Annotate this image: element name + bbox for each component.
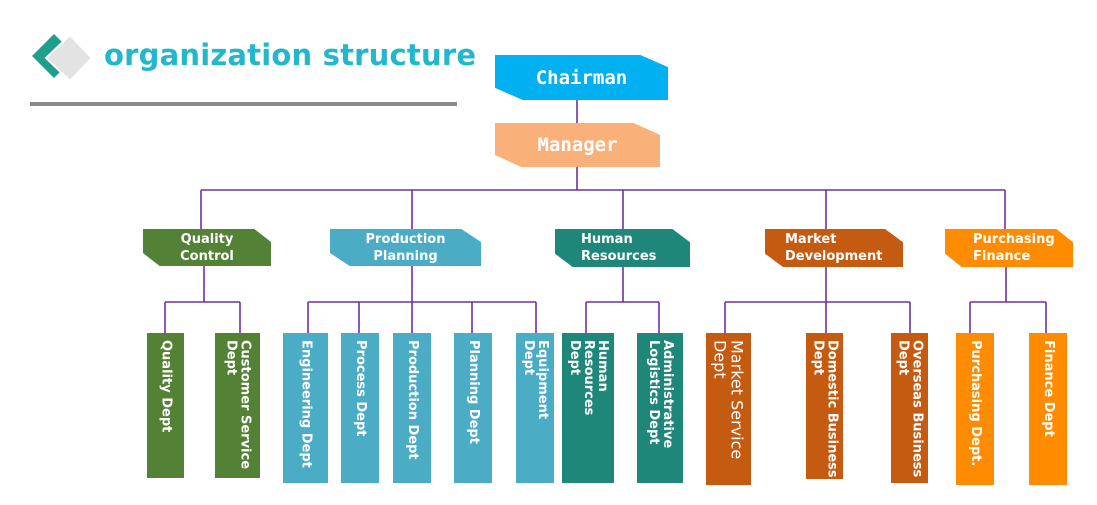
title-underline	[30, 102, 457, 106]
sub-dept-purchasing: Purchasing Dept.	[956, 333, 994, 485]
sub-dept-market-service: Market Service Dept	[706, 333, 751, 485]
dept-production-planning: Production Planning	[330, 229, 481, 266]
sub-dept-production: Production Dept	[393, 333, 431, 483]
diamond-logo-icon	[32, 33, 94, 83]
dept-quality-control: Quality Control	[143, 229, 271, 266]
page-title: organization structure	[104, 38, 477, 72]
sub-dept-engineering: Engineering Dept	[283, 333, 328, 483]
sub-dept-quality: Quality Dept	[147, 333, 184, 478]
manager-box: Manager	[495, 123, 660, 167]
sub-dept-process: Process Dept	[341, 333, 379, 483]
dept-market-development: Market Development	[765, 229, 903, 267]
sub-dept-finance: Finance Dept	[1029, 333, 1067, 485]
chairman-box: Chairman	[495, 55, 668, 100]
sub-dept-human-resources: Human Resources Dept	[562, 333, 614, 483]
dept-purchasing-finance: Purchasing Finance	[945, 229, 1073, 267]
sub-dept-equipment: Equipment Dept	[516, 333, 554, 483]
sub-dept-overseas-business: Overseas Business Dept	[891, 333, 928, 483]
sub-dept-administrative-logistics: Administrative Logistics Dept	[637, 333, 683, 483]
sub-dept-customer-service: Customer Service Dept	[215, 333, 260, 478]
sub-dept-domestic-business: Domestic Business Dept	[806, 333, 843, 479]
dept-human-resources: Human Resources	[555, 229, 690, 267]
sub-dept-planning: Planning Dept	[454, 333, 492, 483]
